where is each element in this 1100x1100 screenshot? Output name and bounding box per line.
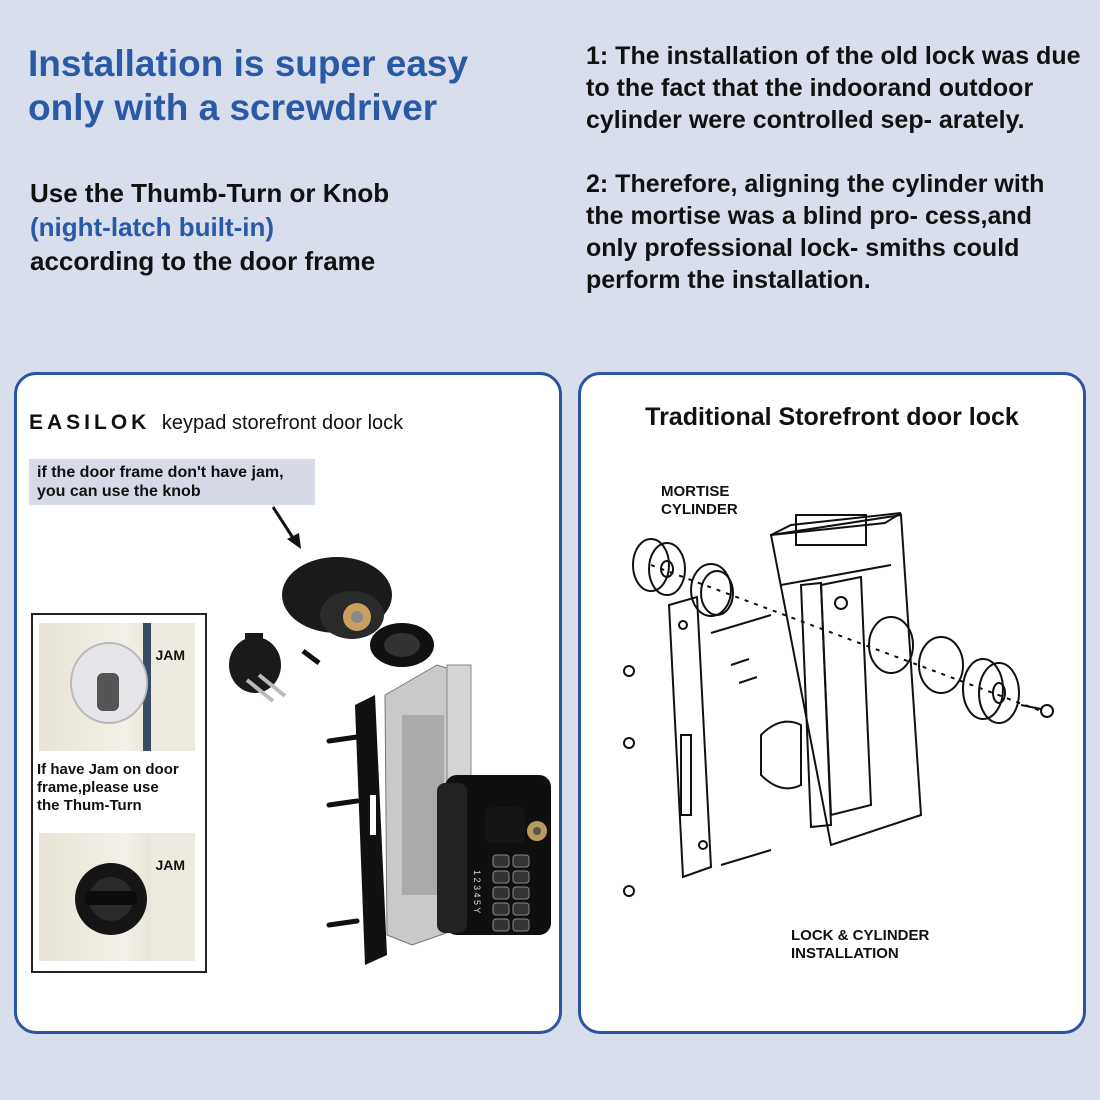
installation-notes: 1: The installation of the old lock was … bbox=[586, 40, 1086, 328]
headline: Installation is super easy only with a s… bbox=[28, 43, 469, 128]
callout-line-1: if the door frame don't have jam, bbox=[37, 464, 284, 481]
thumb-turn-photo: JAM bbox=[39, 623, 195, 751]
mortise-cylinder-label: MORTISE CYLINDER bbox=[661, 483, 738, 519]
inset-line-2: frame,please use bbox=[37, 779, 159, 796]
easilok-panel: EASILOK keypad storefront door lock if t… bbox=[14, 372, 562, 1034]
thum-turn-note: If have Jam on door frame,please use the… bbox=[37, 761, 205, 815]
lock-cylinder-installation-label: LOCK & CYLINDER INSTALLATION bbox=[791, 927, 929, 963]
install-line-2: INSTALLATION bbox=[791, 945, 899, 962]
product-name: keypad storefront door lock bbox=[161, 412, 404, 434]
thumb-turn-icon bbox=[229, 633, 287, 703]
knob-callout: if the door frame don't have jam, you ca… bbox=[29, 459, 315, 505]
note-2: 2: Therefore, aligning the cylinder with… bbox=[586, 170, 1045, 294]
subheading-line-2: (night-latch built-in) bbox=[30, 212, 275, 242]
exploded-lock-illustration: 1 2 3 4 5 Y bbox=[229, 557, 551, 965]
traditional-lock-panel: Traditional Storefront door lock MORTISE… bbox=[578, 372, 1086, 1034]
callout-line-2: you can use the knob bbox=[37, 483, 201, 500]
knob-photo: JAM bbox=[39, 833, 195, 961]
subheading-line-3: according to the door frame bbox=[30, 246, 376, 276]
jam-label-top: JAM bbox=[155, 647, 185, 663]
inset-line-1: If have Jam on door bbox=[37, 761, 179, 778]
jam-label-bottom: JAM bbox=[155, 857, 185, 873]
keypad-digits: 1 2 3 4 5 Y bbox=[472, 870, 482, 913]
brand-row: EASILOK keypad storefront door lock bbox=[29, 411, 403, 435]
install-line-1: LOCK & CYLINDER bbox=[791, 927, 930, 944]
key-icon bbox=[1020, 704, 1054, 718]
note-1: 1: The installation of the old lock was … bbox=[586, 42, 1081, 134]
mortise-diagram bbox=[623, 512, 1054, 897]
arrow-icon bbox=[271, 506, 301, 549]
door-frame-inset: JAM If have Jam on door frame,please use… bbox=[31, 613, 207, 973]
mortise-line-1: MORTISE bbox=[661, 483, 730, 500]
keypad-buttons bbox=[492, 854, 530, 932]
brand-logo: EASILOK bbox=[29, 411, 151, 434]
key-cylinder-icon bbox=[962, 658, 1020, 724]
subheading-line-1: Use the Thumb-Turn or Knob bbox=[30, 178, 390, 208]
mortise-line-2: CYLINDER bbox=[661, 501, 738, 518]
screw-icons bbox=[623, 614, 772, 897]
subheading: Use the Thumb-Turn or Knob (night-latch … bbox=[30, 176, 550, 278]
inset-line-3: the Thum-Turn bbox=[37, 797, 142, 814]
traditional-lock-title: Traditional Storefront door lock bbox=[645, 403, 1019, 431]
knob-icon bbox=[282, 557, 392, 639]
mortise-cylinder-icon bbox=[632, 538, 686, 596]
